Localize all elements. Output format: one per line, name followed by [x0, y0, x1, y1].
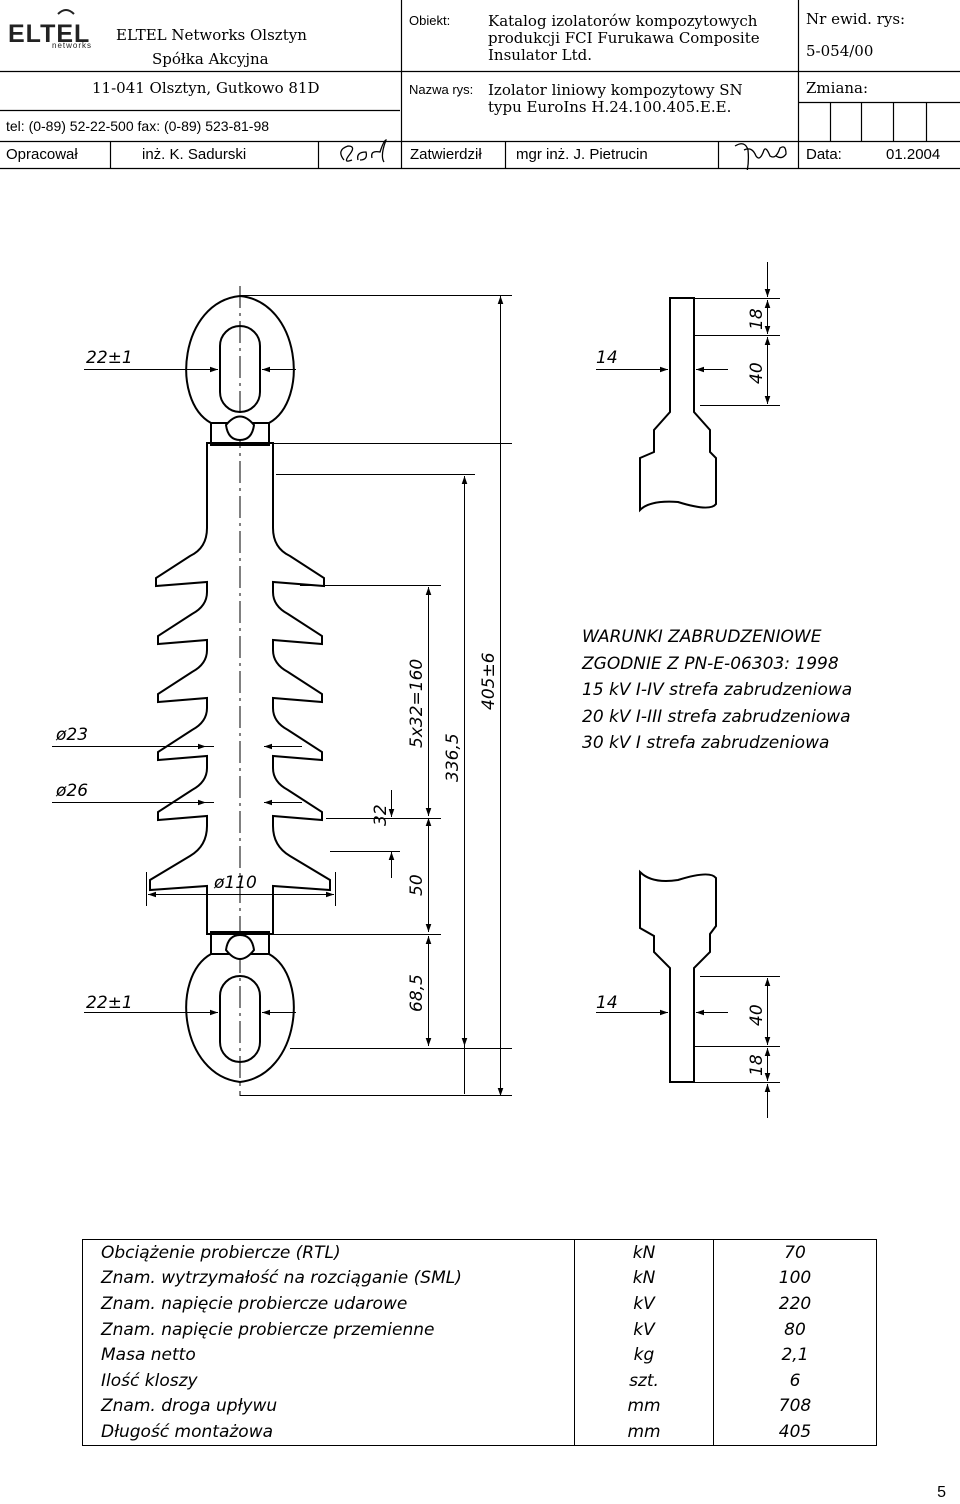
object-line-1: Katalog izolatorów kompozytowych — [488, 12, 758, 30]
spec-unit: mm — [574, 1393, 714, 1420]
spec-value: 100 — [713, 1265, 877, 1292]
drawing-name-label: Nazwa rys: — [409, 82, 474, 97]
object-line-3: Insulator Ltd. — [488, 46, 593, 64]
top-tongue-side-view — [639, 297, 717, 513]
signature-sadurski — [340, 139, 387, 163]
dim-lower-fitting: 68,5 — [407, 974, 427, 1012]
object-line-2: produkcji FCI Furukawa Composite — [488, 29, 760, 47]
table-row: Znam. wytrzymałość na rozciąganie (SML)k… — [82, 1265, 877, 1292]
spec-label: Masa netto — [82, 1342, 575, 1368]
spec-unit: kV — [574, 1316, 714, 1343]
record-no-label: Nr ewid. rys: — [806, 10, 906, 28]
bottom-tongue-side-view — [639, 869, 717, 1083]
spec-label: Znam. napięcie probiercze przemienne — [82, 1316, 575, 1343]
approved-label: Zatwierdził — [410, 146, 482, 163]
dim-first-shed: 32 — [371, 804, 391, 826]
spec-unit: mm — [574, 1419, 714, 1446]
dim-tongue-bottom: 14 — [596, 993, 618, 1013]
object-label: Obiekt: — [409, 13, 451, 28]
note-line-3: 15 kV I-IV strefa zabrudzeniowa — [582, 680, 853, 700]
note-line-4: 20 kV I-III strefa zabrudzeniowa — [582, 706, 851, 727]
company-name: ELTEL Networks Olsztyn — [116, 26, 307, 44]
spec-value: 6 — [713, 1367, 877, 1394]
logo-sub-text: networks — [52, 41, 92, 50]
date-value: 01.2004 — [886, 146, 941, 163]
spec-value: 2,1 — [713, 1342, 877, 1368]
dim-insulation-length: 336,5 — [443, 733, 463, 782]
dim-shed-small: ø23 — [55, 725, 88, 745]
insulator-housing-outline — [149, 442, 331, 935]
page-number: 5 — [937, 1484, 946, 1501]
note-line-5: 30 kV I strefa zabrudzeniowa — [582, 733, 830, 753]
dim-tongue-top-40: 40 — [747, 362, 767, 384]
dim-eye-top: 22±1 — [86, 348, 133, 368]
dim-shed-large: ø26 — [55, 781, 88, 801]
spec-label: Znam. droga upływu — [82, 1393, 575, 1420]
spec-value: 708 — [713, 1393, 877, 1420]
spec-value: 405 — [713, 1419, 877, 1446]
logo-main-text: ELTEL — [8, 20, 90, 48]
dim-tongue-bottom-40: 40 — [747, 1004, 767, 1026]
company-form: Spółka Akcyjna — [152, 50, 269, 68]
eltel-logo: ELTEL networks — [8, 9, 92, 50]
spec-label: Długość montażowa — [82, 1419, 575, 1446]
spec-value: 220 — [713, 1291, 877, 1317]
company-phone: tel: (0-89) 52-22-500 fax: (0-89) 523-81… — [6, 118, 270, 134]
spec-label: Znam. napięcie probiercze udarowe — [82, 1291, 575, 1317]
spec-unit: kg — [574, 1342, 714, 1368]
spec-label: Znam. wytrzymałość na rozciąganie (SML) — [82, 1265, 575, 1292]
dim-tongue-top: 14 — [596, 348, 618, 368]
change-label: Zmiana: — [806, 79, 869, 97]
spec-label: Obciążenie probiercze (RTL) — [82, 1238, 575, 1266]
spec-unit: szt. — [574, 1367, 714, 1394]
spec-unit: kN — [574, 1238, 714, 1266]
spec-value: 70 — [713, 1238, 877, 1266]
spec-value: 80 — [713, 1316, 877, 1343]
company-address: 11-041 Olsztyn, Gutkowo 81D — [92, 79, 320, 97]
bottom-eye-fitting — [185, 933, 295, 1084]
prepared-label: Opracował — [6, 146, 78, 163]
spec-unit: kN — [574, 1265, 714, 1292]
drawing-name-line-1: Izolator liniowy kompozytowy SN — [488, 81, 743, 99]
dim-total-length: 405±6 — [479, 652, 499, 710]
dim-shed-outer: ø110 — [213, 873, 257, 893]
spec-unit: kV — [574, 1291, 714, 1317]
spec-label: Ilość kloszy — [82, 1367, 575, 1394]
signature-pietrucin — [734, 143, 787, 170]
note-line-1: WARUNKI ZABRUDZENIOWE — [582, 627, 822, 647]
dim-eye-bottom: 22±1 — [86, 993, 133, 1013]
date-label: Data: — [806, 146, 842, 163]
prepared-by: inż. K. Sadurski — [142, 146, 247, 163]
approved-by: mgr inż. J. Pietrucin — [516, 146, 648, 163]
note-line-2: ZGODNIE Z PN-E-06303: 1998 — [582, 653, 839, 674]
insulator-drawing: 22±1 22±1 14 14 18 40 40 18 ø23 ø26 ø110… — [52, 262, 780, 1118]
title-block-frame: ELTEL networks — [0, 0, 960, 170]
record-no-value: 5-054/00 — [806, 42, 874, 60]
dim-shed-spacing: 5x32=160 — [407, 659, 427, 748]
dim-tongue-bottom-18: 18 — [747, 1054, 767, 1076]
dim-tongue-top-18: 18 — [747, 308, 767, 330]
drawing-name-line-2: typu EuroIns H.24.100.405.E.E. — [488, 98, 732, 116]
dim-lower-housing: 50 — [407, 874, 427, 896]
